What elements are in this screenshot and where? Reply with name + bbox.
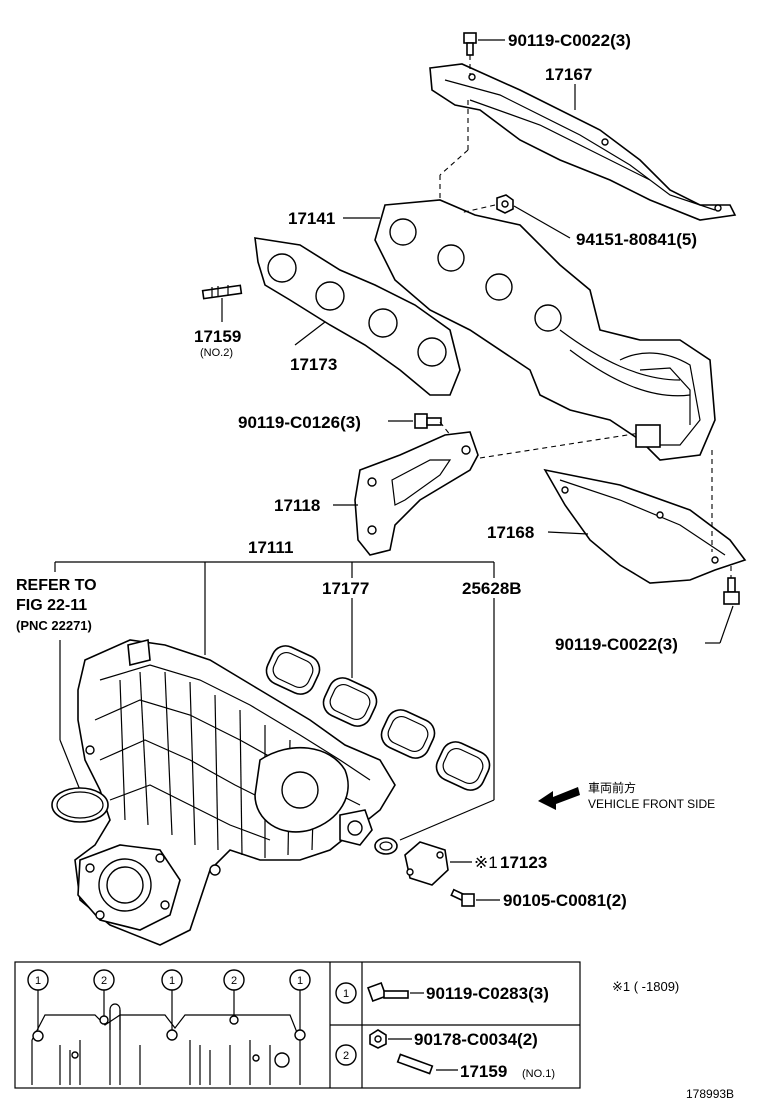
label-17159-no2-sub: (NO.2) [200, 347, 233, 359]
bolt-90105-c0081[interactable] [450, 888, 475, 907]
svg-text:1: 1 [297, 975, 303, 987]
stud-90178-c0034[interactable] [369, 1029, 387, 1049]
svg-text:1: 1 [343, 988, 349, 1000]
label-17168: 17168 [487, 523, 534, 542]
figure-id: 178993B [686, 1087, 734, 1101]
label-17141: 17141 [288, 209, 335, 228]
refer-line-1: REFER TO [16, 577, 97, 594]
label-17111: 17111 [248, 538, 293, 557]
svg-text:1: 1 [35, 975, 41, 987]
label-17123-mark: ※1 [474, 853, 498, 872]
legend-circle-2b: 2 [223, 969, 245, 991]
label-17159-no2: 17159 [194, 327, 241, 346]
svg-text:2: 2 [231, 975, 237, 987]
nut-94151-80841[interactable] [496, 194, 514, 214]
legend-item2-part-b-sub: (NO.1) [522, 1068, 555, 1080]
direction-jp: 車両前方 [588, 780, 636, 795]
label-90119-c0126: 90119-C0126(3) [238, 413, 361, 432]
bolt-90119-c0283[interactable] [367, 982, 409, 1002]
o-ring-22271[interactable] [51, 787, 109, 823]
svg-text:1: 1 [169, 975, 175, 987]
label-25628b: 25628B [462, 579, 522, 598]
bolt-90119-c0022-bottom[interactable] [723, 577, 740, 605]
bracket-17118[interactable] [354, 431, 479, 556]
production-note: ※1 ( -1809) [612, 979, 679, 994]
stud-17159-no2[interactable] [201, 284, 243, 300]
exhaust-manifold-17141[interactable] [374, 199, 716, 461]
manifold-gasket-17173[interactable] [254, 237, 461, 396]
legend-key-2: 2 [335, 1044, 357, 1066]
vehicle-front-arrow-icon [538, 787, 580, 810]
label-90119-c0022-bottom: 90119-C0022(3) [555, 635, 678, 654]
intake-gasket-17177[interactable] [262, 641, 494, 794]
legend-item1-part: 90119-C0283(3) [426, 984, 549, 1003]
legend-circle-1c: 1 [289, 969, 311, 991]
label-17173: 17173 [290, 355, 337, 374]
legend-key-1: 1 [335, 982, 357, 1004]
svg-text:2: 2 [101, 975, 107, 987]
label-90105-c0081: 90105-C0081(2) [503, 891, 627, 910]
lower-insulator-17168[interactable] [543, 468, 747, 584]
legend-circle-2a: 2 [93, 969, 115, 991]
direction-en: VEHICLE FRONT SIDE [588, 797, 715, 811]
cover-plate-17123[interactable] [404, 841, 449, 886]
bolt-location-sketch [31, 990, 306, 1085]
heat-insulator-17167[interactable] [429, 63, 737, 221]
gasket-25628b[interactable] [374, 837, 398, 855]
refer-line-3: (PNC 22271) [16, 618, 92, 633]
refer-line-2: FIG 22-11 [16, 597, 87, 614]
label-94151-80841: 94151-80841(5) [576, 230, 697, 249]
label-90119-c0022-top: 90119-C0022(3) [508, 31, 631, 50]
bolt-90119-c0126[interactable] [414, 413, 442, 429]
legend-table [14, 961, 581, 1089]
intake-manifold-17111[interactable] [74, 638, 396, 946]
label-17177: 17177 [322, 579, 369, 598]
legend-item2-part-a: 90178-C0034(2) [414, 1030, 538, 1049]
stud-17159-no1[interactable] [396, 1053, 434, 1075]
label-17123: 17123 [500, 853, 547, 872]
bolt-90119-c0022-top[interactable] [463, 32, 477, 56]
legend-item2-part-b: 17159 [460, 1062, 507, 1081]
legend-circle-1b: 1 [161, 969, 183, 991]
legend-circle-1a: 1 [27, 969, 49, 991]
svg-text:2: 2 [343, 1050, 349, 1062]
label-17118: 17118 [274, 496, 320, 515]
label-17167: 17167 [545, 65, 592, 84]
